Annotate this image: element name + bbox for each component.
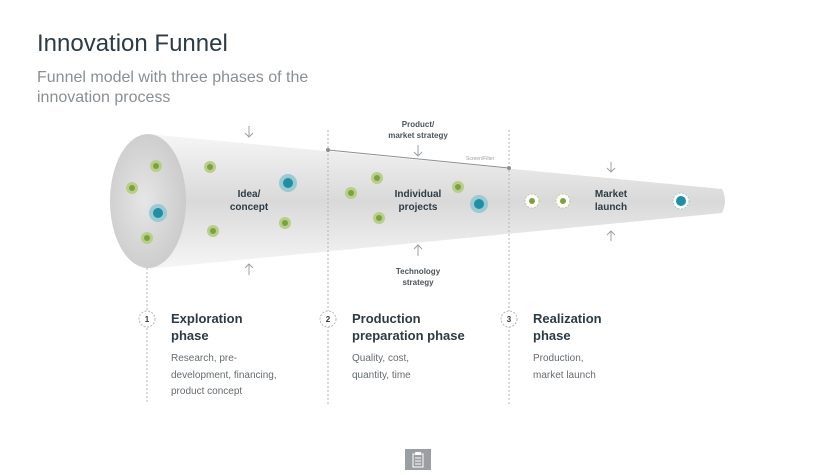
bottom-input-line1: Technology: [396, 267, 441, 276]
stage-label-launch-line1: Market: [595, 189, 628, 200]
screen-filter-line: [327, 149, 510, 169]
phase-number-badge: [138, 310, 156, 328]
stage-label-projects-line1: Individual: [395, 189, 442, 200]
page-title: Innovation Funnel: [37, 30, 228, 57]
screen-filter-label: Screen/Filter: [466, 156, 495, 162]
phase-desc-line: Production,: [533, 353, 584, 364]
arrow-up-icon: [606, 230, 616, 241]
phase-desc-line: development, financing,: [171, 370, 277, 381]
phase-desc-line: Research, pre-: [171, 353, 237, 364]
arrow-down-icon: [244, 126, 254, 138]
screen-filter-dot-left: [326, 148, 330, 152]
phase-title-line1: Production: [352, 311, 421, 326]
phase-title-line1: Exploration: [171, 311, 243, 326]
idea-dots: [126, 160, 297, 244]
phase-2: 2 Production preparation phase Quality, …: [319, 310, 465, 381]
arrow-up-icon: [413, 244, 423, 256]
project-dots: [345, 172, 488, 224]
phase-desc-line: quantity, time: [352, 370, 411, 381]
clipboard-icon: [412, 452, 424, 468]
phase-title-line2: preparation phase: [352, 328, 465, 343]
top-input-line1: Product/: [402, 120, 435, 129]
phase-3: 3 Realization phase Production, market l…: [500, 310, 602, 381]
phase-number: 3: [507, 315, 512, 324]
phase-number: 2: [326, 315, 331, 324]
stage-label-projects-line2: projects: [399, 202, 438, 213]
launch-dots: [524, 192, 690, 210]
funnel-body: [148, 134, 725, 269]
arrow-up-icon: [244, 263, 254, 275]
phase-desc-line: market launch: [533, 370, 596, 381]
phase-title-line1: Realization: [533, 311, 602, 326]
stage-label-idea-line1: Idea/: [238, 189, 261, 200]
notes-icon[interactable]: [405, 449, 431, 470]
phase-title-line2: phase: [533, 328, 571, 343]
top-input-line2: market strategy: [388, 131, 448, 140]
phase-1: 1 Exploration phase Research, pre- devel…: [138, 310, 277, 397]
arrow-down-icon: [413, 145, 423, 157]
phase-number: 1: [145, 315, 150, 324]
page-subtitle: Funnel model with three phases of the in…: [37, 69, 309, 106]
bottom-input-line2: strategy: [402, 278, 434, 287]
stage-label-launch-line2: launch: [595, 202, 627, 213]
phase-title-line2: phase: [171, 328, 209, 343]
screen-filter-dot-right: [507, 166, 511, 170]
arrow-down-icon: [606, 162, 616, 173]
phase-number-badge: [319, 310, 337, 328]
stage-label-idea-line2: concept: [230, 202, 269, 213]
phase-desc-line: Quality, cost,: [352, 353, 409, 364]
phase-number-badge: [500, 310, 518, 328]
phase-desc-line: product concept: [171, 386, 242, 397]
funnel-mouth: [110, 134, 186, 268]
